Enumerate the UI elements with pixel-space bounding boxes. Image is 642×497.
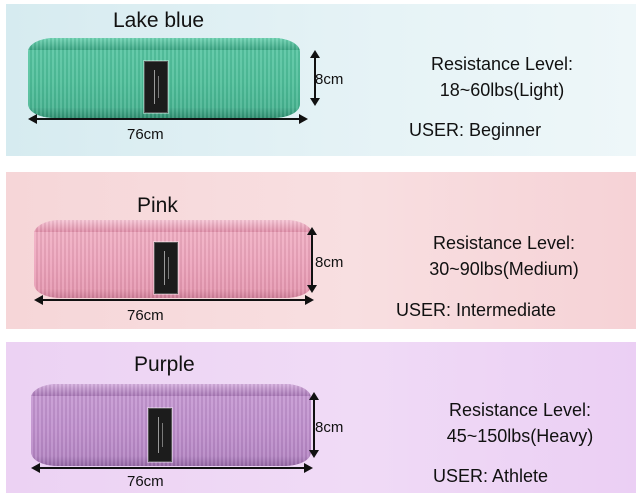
variant-panel-lake-blue: Lake blue 8cm 76cm Resistance Level: 18~… [6,4,636,156]
band-tag [144,61,168,113]
band-tag [154,242,178,294]
height-label: 8cm [315,254,344,271]
resistance-value: 30~90lbs(Medium) [429,259,579,279]
width-label: 76cm [127,473,164,490]
user-level: USER: Athlete [433,466,549,486]
user-level: USER: Intermediate [396,300,557,320]
height-label: 8cm [315,419,344,436]
variant-panel-pink: Pink 8cm 76cm Resistance Level: 30~90lbs… [6,172,636,329]
width-label: 76cm [127,126,164,143]
resistance-value: 45~150lbs(Heavy) [446,426,594,446]
width-arrow [31,463,313,473]
height-label: 8cm [315,71,344,88]
resistance-label: Resistance Level: [430,54,574,74]
resistance-label: Resistance Level: [448,400,592,420]
resistance-info: Resistance Level: 30~90lbs(Medium) [394,230,614,282]
variant-panel-purple: Purple 8cm 76cm Resistance Level: 45~150… [6,342,636,493]
color-name: Purple [134,353,195,376]
width-arrow [34,295,314,305]
color-name: Pink [137,194,178,217]
width-label: 76cm [127,307,164,324]
resistance-value: 18~60lbs(Light) [439,80,565,100]
width-arrow [28,114,308,124]
height-arrow [309,392,319,458]
height-arrow [307,227,317,293]
band-tag [148,408,172,462]
resistance-info: Resistance Level: 18~60lbs(Light) [392,51,612,103]
resistance-label: Resistance Level: [432,233,576,253]
height-arrow [310,50,320,106]
resistance-info: Resistance Level: 45~150lbs(Heavy) [410,397,630,449]
color-name: Lake blue [113,9,205,32]
user-level: USER: Beginner [409,120,542,140]
